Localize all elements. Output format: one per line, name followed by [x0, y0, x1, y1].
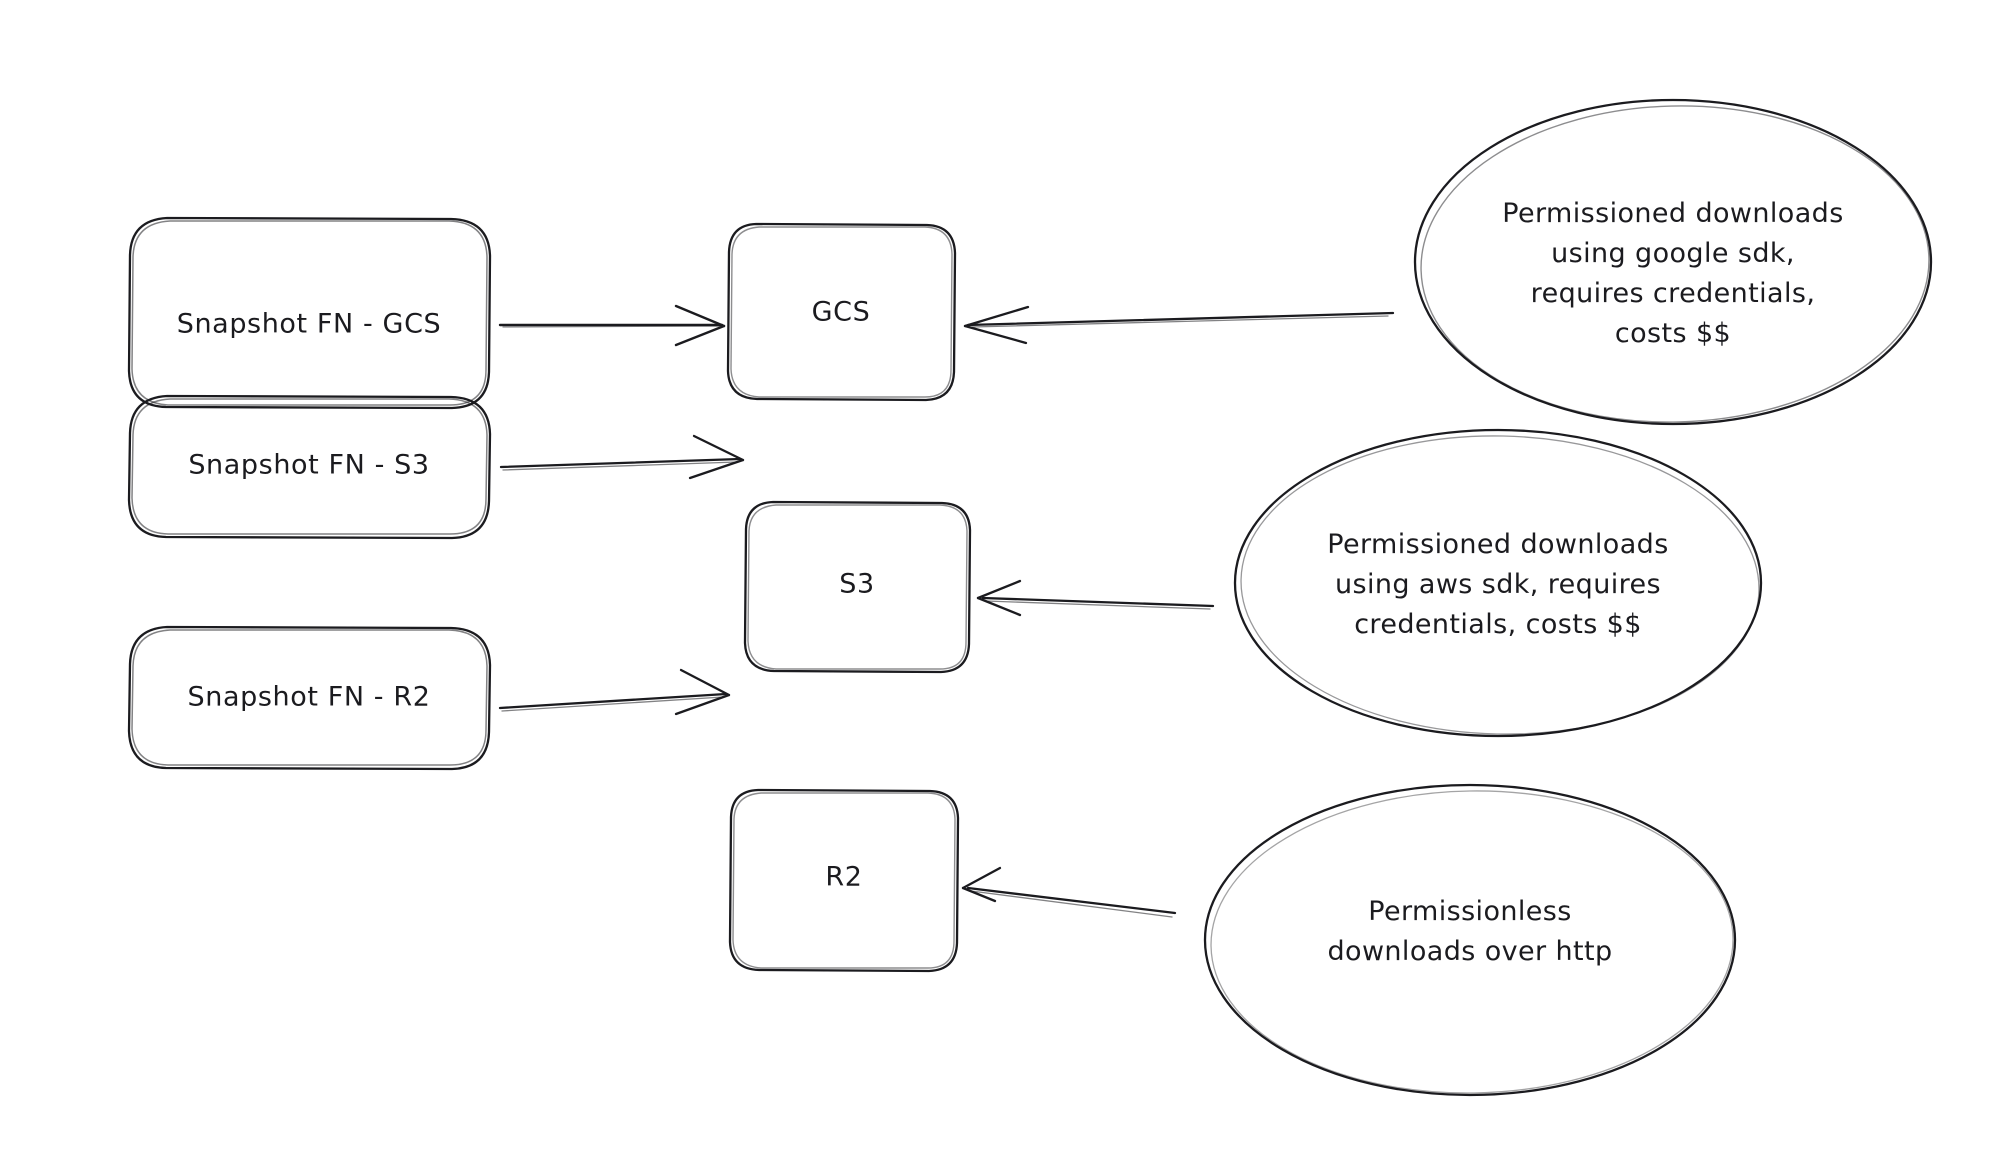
edge-snapshot-r2-to-r2 — [498, 668, 731, 716]
note-gcs-line-3: requires credentials, — [1531, 278, 1816, 309]
note-r2[interactable]: Permissionless downloads over http — [1203, 783, 1737, 1097]
note-s3-line-2: using aws sdk, requires — [1335, 569, 1661, 600]
node-r2[interactable]: R2 — [728, 788, 960, 973]
edge-note-gcs-to-gcs — [963, 305, 1395, 345]
note-s3-line-1: Permissioned downloads — [1327, 529, 1668, 560]
node-snapshot-fn-gcs-label: Snapshot FN - GCS — [177, 309, 442, 340]
edge-note-r2-to-r2 — [961, 866, 1177, 918]
edge-snapshot-gcs-to-gcs — [498, 304, 726, 347]
edge-note-s3-to-s3 — [976, 579, 1215, 617]
node-snapshot-fn-gcs[interactable]: Snapshot FN - GCS — [127, 216, 492, 410]
note-s3[interactable]: Permissioned downloads using aws sdk, re… — [1233, 428, 1763, 739]
note-gcs-line-2: using google sdk, — [1551, 238, 1795, 269]
note-gcs-line-1: Permissioned downloads — [1502, 198, 1843, 229]
node-snapshot-fn-s3[interactable]: Snapshot FN - S3 — [127, 394, 492, 540]
node-s3-label: S3 — [839, 569, 875, 600]
note-gcs-line-4: costs $$ — [1615, 318, 1731, 349]
note-s3-line-3: credentials, costs $$ — [1354, 609, 1642, 640]
note-r2-line-1: Permissionless — [1368, 896, 1571, 927]
node-snapshot-fn-r2-label: Snapshot FN - R2 — [188, 682, 431, 713]
node-snapshot-fn-r2[interactable]: Snapshot FN - R2 — [127, 625, 492, 771]
edge-snapshot-s3-to-s3 — [499, 434, 745, 480]
node-gcs-label: GCS — [812, 297, 871, 328]
node-r2-label: R2 — [825, 862, 862, 893]
node-snapshot-fn-s3-label: Snapshot FN - S3 — [188, 450, 429, 481]
note-r2-line-2: downloads over http — [1327, 936, 1612, 967]
node-s3[interactable]: S3 — [743, 500, 972, 674]
note-gcs[interactable]: Permissioned downloads using google sdk,… — [1413, 98, 1933, 428]
node-gcs[interactable]: GCS — [726, 222, 957, 402]
